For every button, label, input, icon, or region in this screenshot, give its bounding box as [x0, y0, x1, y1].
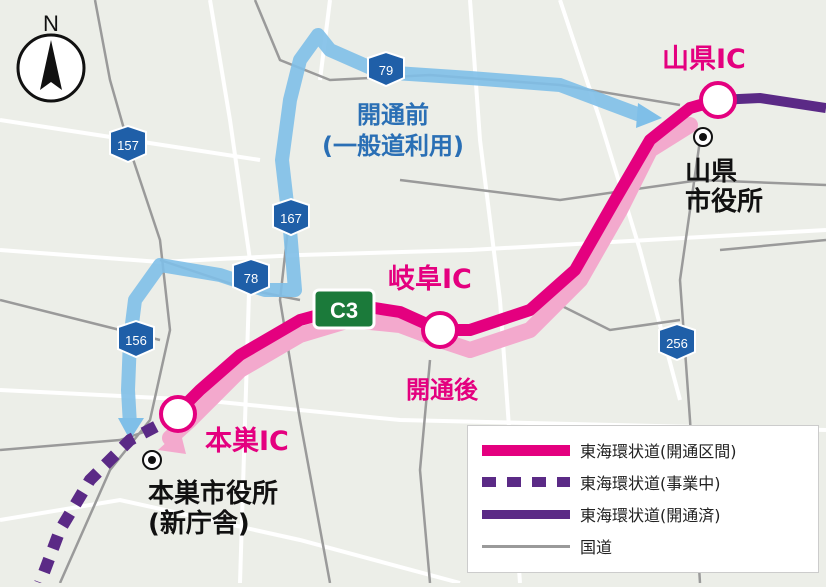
svg-text:157: 157: [117, 138, 139, 153]
route-before-arrow-top: [636, 103, 662, 128]
route-sign-256: 256: [658, 322, 696, 362]
legend-item-open-section: 東海環状道(開通区間): [482, 438, 737, 462]
route-before-label: 開通前 (一般道利用): [322, 101, 464, 161]
svg-text:78: 78: [244, 271, 258, 286]
motosu-ic-label: 本巣IC: [205, 426, 289, 457]
route-sign-157: 157: [109, 124, 147, 164]
legend-item-existing-open: 東海環状道(開通済): [482, 502, 721, 526]
route-before-arrow-bottom: [118, 418, 144, 440]
svg-text:N: N: [43, 11, 59, 36]
motosu-ic-marker: [159, 395, 197, 433]
motosu-cityhall-dot: [142, 450, 162, 470]
yamagata-cityhall-dot: [693, 127, 713, 147]
yamagata-cityhall-label: 山県 市役所: [685, 157, 764, 217]
compass-icon: N: [16, 11, 86, 103]
expressway-sign-c3: C3: [312, 288, 376, 330]
route-sign-167: 167: [272, 197, 310, 237]
gifu-ic-label: 岐阜IC: [388, 264, 472, 295]
svg-text:79: 79: [379, 63, 393, 78]
under-construction-line: [34, 409, 181, 586]
route-after-arrow: [158, 430, 186, 454]
motosu-cityhall-label: 本巣市役所 (新庁舎): [148, 479, 279, 539]
legend: 東海環状道(開通区間) 東海環状道(事業中) 東海環状道(開通済) 国道: [467, 425, 819, 573]
route-before: [121, 28, 647, 432]
yamagata-ic-label: 山県IC: [662, 44, 746, 75]
route-sign-156: 156: [117, 319, 155, 359]
gifu-ic-marker: [421, 311, 459, 349]
svg-text:C3: C3: [330, 298, 358, 323]
legend-item-under-construction: 東海環状道(事業中): [482, 470, 721, 494]
route-after-label: 開通後: [406, 376, 478, 404]
route-sign-78: 78: [232, 257, 270, 297]
svg-text:156: 156: [125, 333, 147, 348]
svg-text:256: 256: [666, 336, 688, 351]
svg-text:167: 167: [280, 211, 302, 226]
yamagata-ic-marker: [699, 81, 737, 119]
legend-item-national-road: 国道: [482, 534, 612, 558]
route-sign-79: 79: [367, 50, 405, 88]
